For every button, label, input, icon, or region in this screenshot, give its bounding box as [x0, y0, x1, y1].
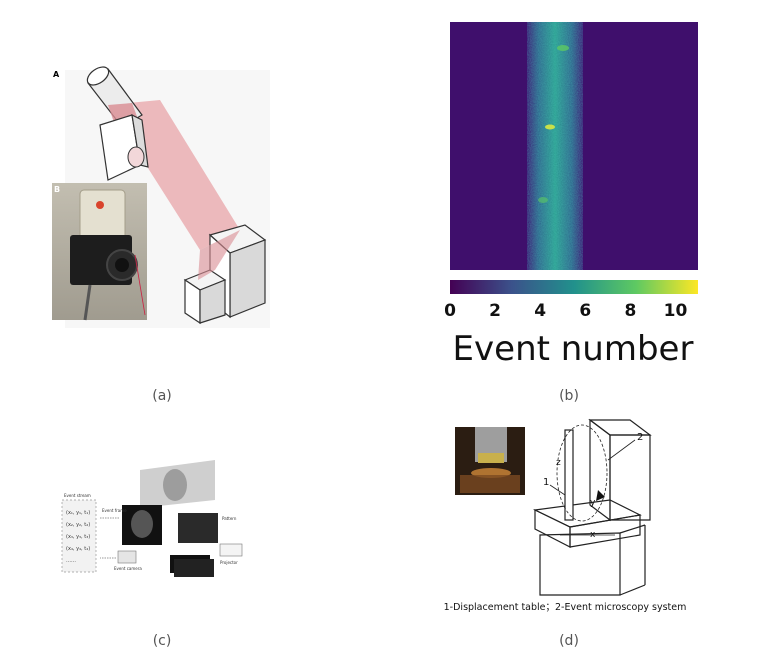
heatmap-figure: 0 2 4 6 8 10 Event number	[444, 22, 698, 369]
camera-body	[99, 113, 149, 181]
colorbar-tick-label: 10	[664, 301, 688, 321]
motion-loop	[556, 424, 608, 522]
target-object	[183, 224, 267, 325]
heatmap-hotspot	[545, 124, 555, 130]
panel-d: 1 2 z y x 1-Displacement table；2-Event m…	[440, 415, 690, 620]
statue-bust	[163, 469, 187, 501]
label-2: 2	[637, 432, 643, 443]
projector	[219, 543, 243, 557]
event-stream-row: (x₃, y₃, t₃)	[66, 534, 90, 540]
colorbar-tick-label: 6	[579, 301, 591, 321]
colorbar-label: Event number	[453, 329, 694, 369]
caption-b: (b)	[559, 388, 579, 404]
panel-a-label-b: B	[54, 185, 60, 194]
panel-a: A B	[50, 65, 275, 330]
caption-a: (a)	[152, 388, 172, 404]
event-stream-box	[61, 499, 97, 573]
colorbar-tick-label: 4	[534, 301, 546, 321]
event-camera	[117, 550, 137, 564]
axis-y: y	[590, 498, 596, 508]
panel-a-label-a: A	[53, 70, 60, 79]
event-stream-title: Event stream	[64, 493, 91, 498]
panel-c: Event stream (x₁, y₁, t₁) (x₂, y₂, t₂) (x₃…	[60, 460, 260, 590]
pattern-label: Pattern	[222, 516, 237, 521]
colorbar	[450, 280, 698, 294]
event-camera-label: Event camera	[114, 566, 142, 571]
axis-z: z	[556, 458, 561, 468]
event-stream-row: ……	[66, 558, 76, 564]
panel-c-diagram: Event stream (x₁, y₁, t₁) (x₂, y₂, t₂) (x₃…	[61, 460, 243, 577]
caption-c: (c)	[152, 633, 172, 649]
panel-d-legend: 1-Displacement table；2-Event microscopy …	[444, 602, 687, 613]
event-frame-label: Event frame	[102, 508, 127, 513]
colorbar-tick-label: 0	[445, 301, 456, 321]
panel-a-illustration: A B	[50, 65, 275, 330]
projector-label: Projector	[220, 560, 238, 565]
panel-d-diagram: 1 2 z y x 1-Displacement table；2-Event m…	[444, 418, 687, 613]
label-1: 1	[543, 477, 549, 488]
event-stream-row: (x₁, y₁, t₁)	[66, 510, 90, 516]
inset-photo	[52, 183, 147, 321]
event-stream-row: (x₄, y₄, t₄)	[66, 546, 90, 552]
panel-b: 0 2 4 6 8 10 Event number	[444, 20, 705, 370]
pattern-image	[178, 513, 218, 543]
caption-d: (d)	[559, 633, 579, 649]
microscopy-system-frame	[532, 418, 652, 596]
event-stream-row: (x₂, y₂, t₂)	[66, 522, 90, 528]
vertical-column	[564, 429, 574, 521]
colorbar-tick-label: 2	[489, 301, 501, 321]
colorbar-tick-label: 8	[624, 301, 636, 321]
